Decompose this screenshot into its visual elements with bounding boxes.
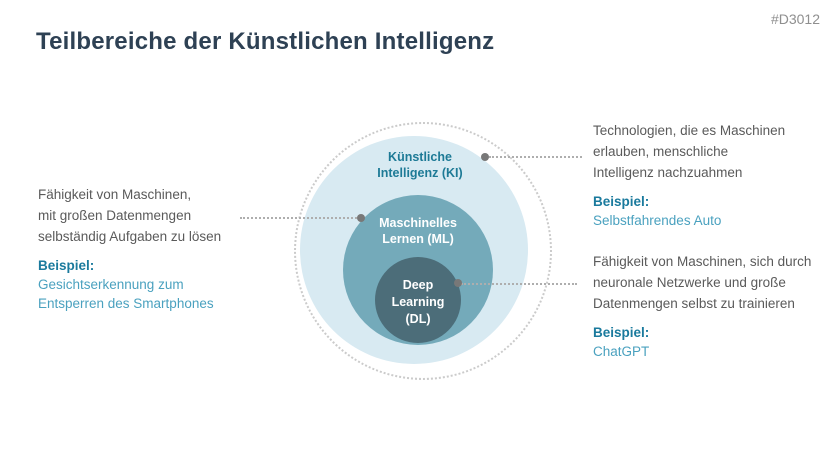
ml-label-line: Maschinelles bbox=[379, 216, 457, 230]
annotation-ki: Technologien, die es Maschinen erlauben,… bbox=[593, 120, 823, 230]
connector-line-ml bbox=[240, 217, 360, 219]
annotation-text-line: Fähigkeit von Maschinen, bbox=[38, 187, 192, 202]
ki-label-line: Künstliche bbox=[388, 150, 452, 164]
beispiel-value-line: ChatGPT bbox=[593, 344, 650, 359]
annotation-text-line: Intelligenz nachzuahmen bbox=[593, 165, 743, 180]
annotation-text-line: erlauben, menschliche bbox=[593, 144, 729, 159]
doc-ref: #D3012 bbox=[770, 11, 820, 27]
ki-label-line: Intelligenz (KI) bbox=[377, 166, 463, 180]
connector-dot-ml bbox=[357, 214, 365, 222]
beispiel-label: Beispiel: bbox=[593, 194, 650, 209]
annotation-dl: Fähigkeit von Maschinen, sich durch neur… bbox=[593, 251, 828, 361]
annotation-ml: Fähigkeit von Maschinen, mit großen Date… bbox=[38, 184, 253, 313]
annotation-text-line: Technologien, die es Maschinen bbox=[593, 123, 786, 138]
outer-dotted-ring bbox=[294, 122, 552, 380]
page-title: Teilbereiche der Künstlichen Intelligenz bbox=[36, 28, 495, 55]
beispiel-value-line: Entsperren des Smartphones bbox=[38, 296, 214, 311]
beispiel-label: Beispiel: bbox=[593, 325, 650, 340]
annotation-text-line: mit großen Datenmengen bbox=[38, 208, 192, 223]
ml-circle-label: Maschinelles Lernen (ML) bbox=[338, 215, 498, 247]
connector-dot-dl bbox=[454, 279, 462, 287]
connector-line-dl bbox=[461, 283, 577, 285]
dl-label-line: Learning bbox=[391, 295, 445, 309]
connector-line-ki bbox=[489, 156, 582, 158]
dl-label-line: (DL) bbox=[405, 312, 431, 326]
annotation-text-line: selbständig Aufgaben zu lösen bbox=[38, 229, 222, 244]
annotation-text-line: Datenmengen selbst zu trainieren bbox=[593, 296, 795, 311]
ki-circle-label: Künstliche Intelligenz (KI) bbox=[330, 149, 510, 181]
connector-dot-ki bbox=[481, 153, 489, 161]
dl-circle bbox=[375, 257, 461, 343]
annotation-text-line: Fähigkeit von Maschinen, sich durch bbox=[593, 254, 812, 269]
beispiel-value-line: Selbstfahrendes Auto bbox=[593, 213, 722, 228]
beispiel-value-line: Gesichtserkennung zum bbox=[38, 277, 184, 292]
dl-circle-label: Deep Learning (DL) bbox=[373, 277, 463, 328]
beispiel-label: Beispiel: bbox=[38, 258, 95, 273]
ml-label-line: Lernen (ML) bbox=[382, 232, 454, 246]
dl-label-line: Deep bbox=[402, 278, 434, 292]
annotation-text-line: neuronale Netzwerke und große bbox=[593, 275, 786, 290]
